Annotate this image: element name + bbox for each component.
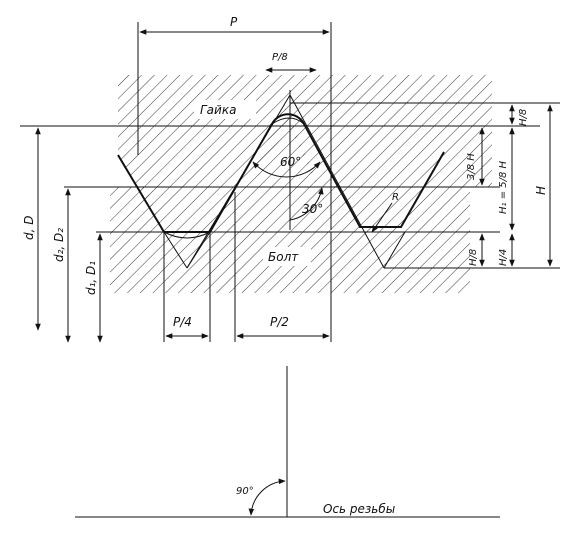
angle-30-label: 30° [302, 202, 323, 216]
p-quarter-label: P/4 [173, 315, 192, 329]
p-half-label: P/2 [270, 315, 289, 329]
root-radius-arc [163, 231, 211, 239]
left-root-triangle-edge [163, 231, 188, 269]
h-eighth-top-label: H/8 [518, 109, 529, 126]
crest-arc [271, 117, 305, 125]
radius-label: R [392, 192, 399, 203]
d-minor-label: d₁, D₁ [84, 261, 98, 295]
bolt-label: Болт [268, 250, 299, 264]
h-quarter-label: H/4 [498, 249, 509, 266]
nut-label-bg [194, 100, 256, 119]
angle-90-label: 90° [236, 486, 254, 497]
three-eighth-h-label: 3/8 H [466, 153, 477, 180]
pitch-eighth-label: P/8 [272, 52, 288, 63]
angle-60-label: 60° [280, 155, 301, 169]
angle-60-arc [252, 161, 321, 178]
radius-leader [371, 202, 393, 233]
axis-label: Ось резьбы [323, 502, 395, 516]
left-root-triangle-edge-2 [186, 231, 211, 269]
bolt-label-bg [263, 247, 311, 266]
triangle-right-edge [289, 94, 385, 269]
h1-label: H₁ = 5/8 H [498, 160, 509, 214]
h-eighth-bottom-label: H/8 [468, 249, 479, 266]
big-h-label: H [534, 186, 548, 195]
nut-label: Гайка [200, 103, 236, 117]
angle-30-arc [289, 187, 324, 221]
right-root-triangle-edge [383, 231, 406, 269]
angle-90-arc [248, 478, 286, 516]
pitch-label: P [230, 15, 238, 29]
d-pitch-label: d₂, D₂ [52, 228, 66, 262]
triangle-left-edge [186, 94, 291, 269]
d-major-label: d, D [22, 216, 36, 241]
